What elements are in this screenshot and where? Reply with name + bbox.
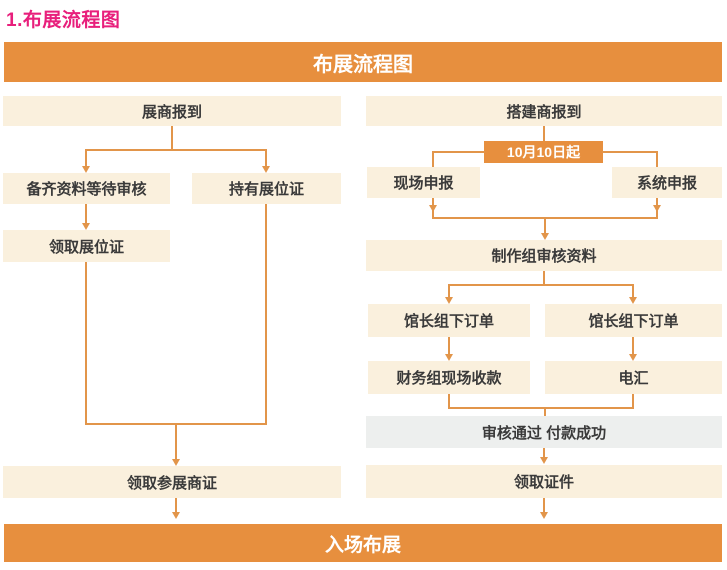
connector-line <box>85 262 87 425</box>
connector-line <box>85 149 87 166</box>
node-prepare-materials: 备齐资料等待审核 <box>3 173 170 204</box>
connector-line <box>448 284 634 286</box>
chart-header-bar: 布展流程图 <box>4 42 722 82</box>
node-system-declaration: 系统申报 <box>612 167 722 198</box>
connector-line <box>656 151 658 167</box>
arrow-down-icon <box>429 205 437 212</box>
connector-line <box>448 337 450 354</box>
connector-line <box>85 423 267 425</box>
node-wire-transfer: 电汇 <box>545 361 722 394</box>
arrow-down-icon <box>82 166 90 173</box>
connector-line <box>448 407 634 409</box>
arrow-down-icon <box>540 457 548 464</box>
connector-line <box>543 126 545 141</box>
arrow-down-icon <box>262 166 270 173</box>
connector-line <box>175 425 177 459</box>
enter-venue-bar: 入场布展 <box>4 524 722 562</box>
connector-line <box>544 409 546 416</box>
arrow-down-icon <box>445 354 453 361</box>
node-receive-exhibitor-cert: 领取参展商证 <box>3 466 341 498</box>
connector-line <box>602 151 658 153</box>
connector-line <box>448 394 450 409</box>
node-receive-credentials: 领取证件 <box>366 465 722 498</box>
node-hold-booth-cert: 持有展位证 <box>192 173 341 204</box>
connector-line <box>432 217 658 219</box>
node-onsite-declaration: 现场申报 <box>367 167 480 198</box>
arrow-down-icon <box>540 512 548 519</box>
connector-line <box>432 151 434 167</box>
arrow-down-icon <box>629 297 637 304</box>
arrow-down-icon <box>172 512 180 519</box>
connector-line <box>265 149 267 166</box>
connector-line <box>265 204 267 425</box>
arrow-down-icon <box>541 233 549 240</box>
connector-line <box>632 337 634 354</box>
arrow-down-icon <box>172 459 180 466</box>
node-hall-director-order-right: 馆长组下订单 <box>545 304 722 337</box>
node-review-passed-payment-success: 审核通过 付款成功 <box>366 416 722 448</box>
node-builder-checkin: 搭建商报到 <box>366 96 722 126</box>
connector-line <box>543 498 545 512</box>
connector-line <box>175 498 177 512</box>
arrow-down-icon <box>653 205 661 212</box>
connector-line <box>432 151 485 153</box>
connector-line <box>544 219 546 233</box>
node-receive-booth-cert: 领取展位证 <box>3 230 170 262</box>
arrow-down-icon <box>82 223 90 230</box>
connector-line <box>171 126 173 151</box>
connector-line <box>85 204 87 223</box>
node-hall-director-order-left: 馆长组下订单 <box>368 304 530 337</box>
connector-line <box>543 271 545 286</box>
node-start-date-badge: 10月10日起 <box>484 141 603 163</box>
arrow-down-icon <box>629 354 637 361</box>
arrow-down-icon <box>445 297 453 304</box>
node-exhibitor-checkin: 展商报到 <box>3 96 341 126</box>
connector-line <box>543 448 545 457</box>
connector-line <box>632 286 634 297</box>
node-production-team-review: 制作组审核资料 <box>366 240 722 271</box>
connector-line <box>85 149 267 151</box>
node-finance-onsite-collection: 财务组现场收款 <box>368 361 530 394</box>
page-title: 1.布展流程图 <box>6 10 121 31</box>
connector-line <box>448 286 450 297</box>
connector-line <box>632 394 634 409</box>
